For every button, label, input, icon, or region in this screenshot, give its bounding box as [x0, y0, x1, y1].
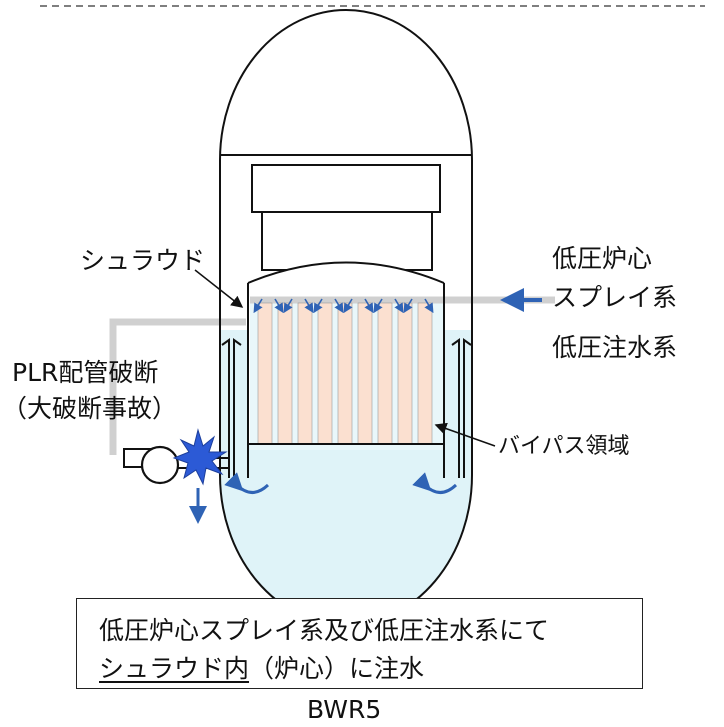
recirculation-arrow-right [412, 472, 458, 494]
shroud-leader-line [194, 269, 244, 308]
water-downcomer-right [444, 330, 472, 460]
bypass-leader-line [434, 422, 496, 447]
jet-pump-right [451, 338, 472, 478]
footer-label: BWR5 [307, 695, 382, 724]
steam-dryer [251, 164, 441, 213]
plr-break-label-line1: PLR配管破断 [12, 358, 159, 387]
shroud-label: シュラウド [80, 246, 206, 275]
caption-line2-rest: （炉心）に注水 [249, 654, 425, 683]
caption-underlined-text: シュラウド内 [99, 654, 250, 683]
lpci-label: 低圧注水系 [552, 333, 678, 362]
jet-pump-left [221, 338, 242, 478]
bypass-label: バイパス領域 [498, 434, 630, 459]
steam-separator [261, 211, 433, 271]
shroud-head [247, 261, 445, 284]
lpcs-label-line2: スプレイ系 [552, 283, 678, 312]
recirculation-arrow-left [224, 472, 270, 494]
caption-box: 低圧炉心スプレイ系及び低圧注水系にて シュラウド内（炉心）に注水 [76, 598, 643, 689]
water-downcomer-left [220, 330, 248, 460]
lpcs-label-line1: 低圧炉心 [552, 244, 653, 273]
plr-break-label-line2: （大破断事故） [2, 394, 178, 423]
spray-arrows [253, 298, 434, 314]
caption-line2: シュラウド内（炉心）に注水 [99, 649, 424, 685]
pipe-break-explosion-icon [172, 428, 228, 486]
caption-line1: 低圧炉心スプレイ系及び低圧注水系にて [99, 616, 550, 645]
plr-pump [140, 445, 180, 485]
fuel-assemblies [257, 302, 433, 445]
